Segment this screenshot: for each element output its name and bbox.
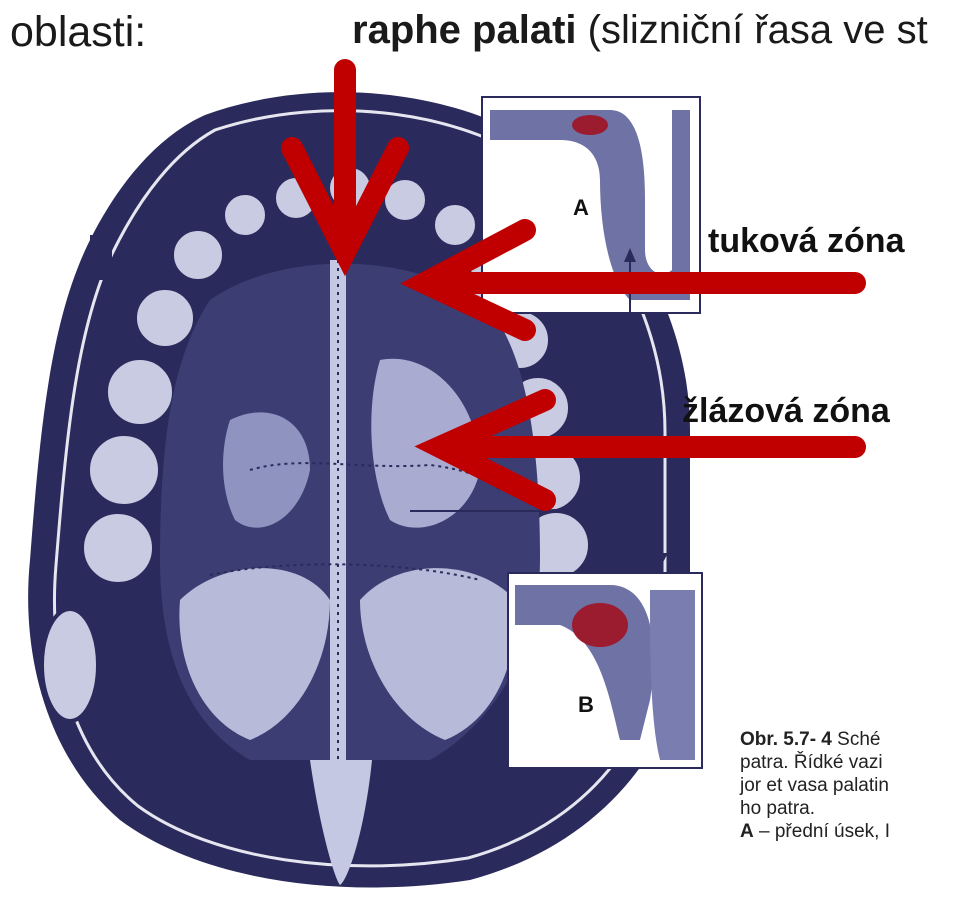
caption-line1-text: Sché [837,729,880,750]
caption-line-3: jor et vasa palatin [740,774,890,797]
caption-line-4: ho patra. [740,797,890,820]
figure-caption: Obr. 5.7- 4 Sché patra. Řídké vazi jor e… [740,728,890,843]
caption-line-5: A – přední úsek, I [740,820,890,843]
inset-b: B [508,573,702,768]
caption-line-2: patra. Řídké vazi [740,751,890,774]
caption-line5-text: – přední úsek, I [754,821,890,842]
label-gland-zone: žlázová zóna [682,392,890,431]
jaw-left-knob [90,235,112,280]
inset-a-letter: A [573,195,589,220]
tonsil-left [42,609,98,721]
caption-ref: Obr. 5.7- 4 [740,729,832,750]
label-fat-zone: tuková zóna [708,222,904,261]
caption-line-1: Obr. 5.7- 4 Sché [740,728,890,751]
inset-b-letter: B [578,692,594,717]
caption-line5-prefix: A [740,821,754,842]
